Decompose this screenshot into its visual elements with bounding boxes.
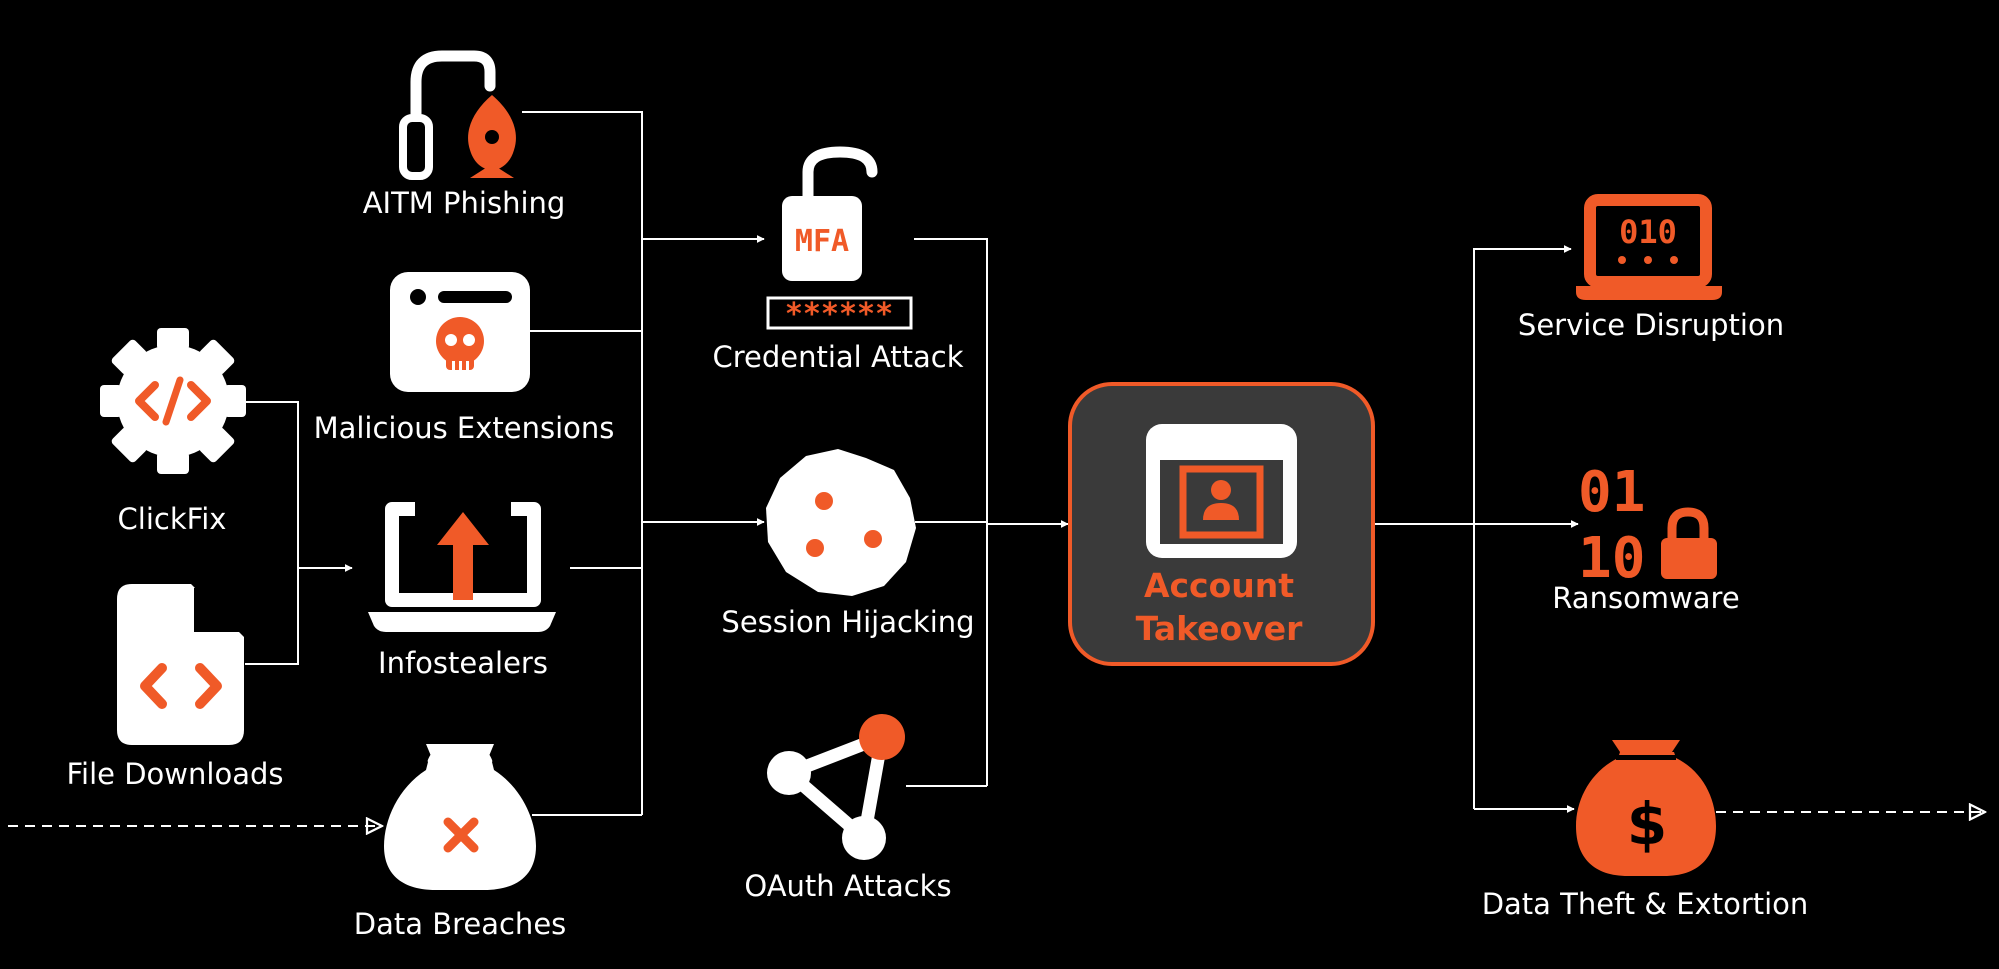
node-data-theft: $ Data Theft & Extortion bbox=[1482, 740, 1809, 921]
binary-text: 010 bbox=[1619, 213, 1677, 251]
ransomware-row2: 10 bbox=[1578, 526, 1645, 591]
clickfix-label: ClickFix bbox=[118, 502, 227, 536]
mfa-lock-text: MFA bbox=[795, 224, 849, 259]
connector-clickfix bbox=[245, 401, 299, 568]
phishing-hook-icon bbox=[399, 50, 516, 180]
data-theft-label: Data Theft & Extortion bbox=[1482, 887, 1809, 921]
ransomware-label: Ransomware bbox=[1552, 581, 1739, 615]
code-file-icon bbox=[117, 584, 244, 745]
connector-aitm bbox=[522, 111, 643, 815]
node-credential-attack: MFA ****** Credential Attack bbox=[712, 146, 964, 374]
node-ransomware: 01 10 Ransomware bbox=[1552, 460, 1739, 615]
infostealers-label: Infostealers bbox=[378, 646, 548, 680]
money-bag-x-icon bbox=[384, 744, 536, 890]
node-service-disruption: 010 Service Disruption bbox=[1518, 194, 1784, 342]
account-takeover-label-line1: Account bbox=[1144, 566, 1294, 605]
cookie-icon bbox=[766, 449, 916, 596]
node-clickfix: ClickFix bbox=[100, 328, 246, 536]
data-breaches-label: Data Breaches bbox=[354, 907, 567, 941]
connector-to-service bbox=[1473, 245, 1572, 809]
session-hijacking-label: Session Hijacking bbox=[721, 605, 974, 639]
connector-file-downloads bbox=[245, 568, 299, 665]
connectors bbox=[8, 111, 1985, 826]
node-file-downloads: File Downloads bbox=[66, 584, 284, 791]
gear-code-icon bbox=[100, 328, 246, 474]
credential-attack-label: Credential Attack bbox=[712, 340, 963, 374]
connector-credential bbox=[914, 238, 988, 786]
binary-lock-icon: 01 10 bbox=[1578, 460, 1717, 591]
dollar-sign: $ bbox=[1627, 790, 1667, 858]
oauth-nodes-icon bbox=[767, 714, 905, 860]
laptop-binary-icon: 010 bbox=[1576, 194, 1722, 300]
file-downloads-label: File Downloads bbox=[66, 757, 283, 791]
service-disruption-label: Service Disruption bbox=[1518, 308, 1784, 342]
browser-skull-icon bbox=[390, 272, 530, 392]
mfa-lock-icon: MFA ****** bbox=[766, 146, 913, 332]
node-malicious-extensions: Malicious Extensions bbox=[314, 272, 615, 445]
account-takeover-label-line2: Takeover bbox=[1136, 609, 1304, 648]
node-infostealers: Infostealers bbox=[368, 502, 556, 680]
password-mask-text: ****** bbox=[785, 297, 893, 332]
aitm-phishing-label: AITM Phishing bbox=[363, 186, 566, 220]
malicious-extensions-label: Malicious Extensions bbox=[314, 411, 615, 445]
oauth-attacks-label: OAuth Attacks bbox=[744, 869, 951, 903]
browser-profile-icon bbox=[1146, 424, 1297, 558]
ransomware-row1: 01 bbox=[1578, 460, 1645, 525]
money-bag-dollar-icon: $ bbox=[1576, 740, 1716, 876]
node-oauth-attacks: OAuth Attacks bbox=[744, 714, 952, 903]
node-account-takeover: Account Takeover bbox=[1068, 382, 1375, 666]
node-session-hijacking: Session Hijacking bbox=[721, 449, 975, 639]
node-data-breaches: Data Breaches bbox=[354, 744, 567, 941]
laptop-upload-icon bbox=[368, 502, 556, 632]
node-aitm-phishing: AITM Phishing bbox=[363, 50, 566, 220]
